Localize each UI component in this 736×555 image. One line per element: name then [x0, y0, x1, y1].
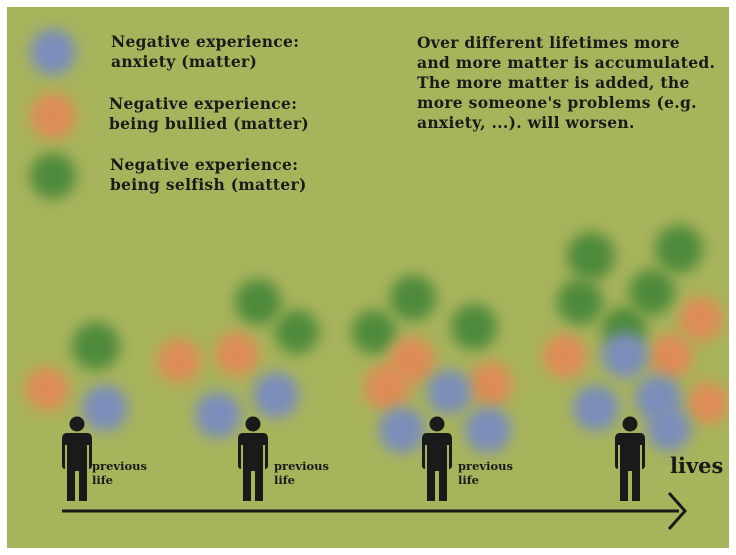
matter-blob-anxiety: [379, 407, 425, 453]
matter-blob-bullied: [679, 297, 723, 341]
description-text: Over different lifetimes more and more m…: [417, 33, 716, 132]
timeline-arrowhead: [667, 492, 688, 530]
matter-blob-selfish: [567, 232, 615, 280]
matter-blob-anxiety: [647, 407, 691, 451]
matter-blob-selfish: [235, 279, 281, 325]
legend-label-bullied: Negative experience: being bullied (matt…: [109, 94, 310, 133]
matter-blob-anxiety: [465, 407, 511, 453]
matter-blob-bullied: [364, 364, 410, 410]
timeline-label: lives: [670, 453, 724, 478]
timeline-arrow-icon: [62, 492, 688, 530]
matter-blob-selfish: [629, 269, 675, 315]
life-label: previous life: [458, 459, 513, 487]
matter-blob-bullied: [157, 339, 201, 383]
matter-blob-anxiety: [195, 392, 241, 438]
person-silhouette-icon: [238, 416, 268, 501]
matter-blob-bullied: [469, 362, 513, 406]
matter-blob-selfish: [72, 322, 120, 370]
legend-swatch-anxiety: [30, 29, 76, 75]
matter-blob-anxiety: [427, 370, 471, 414]
legend-swatch-bullied: [30, 93, 76, 139]
life-label: previous life: [274, 459, 329, 487]
matter-blob-selfish: [451, 304, 497, 350]
matter-blob-bullied: [687, 382, 729, 424]
matter-blob-selfish: [275, 310, 319, 354]
matter-blob-selfish: [655, 225, 703, 273]
matter-blob-anxiety: [253, 372, 299, 418]
matter-blob-selfish: [557, 279, 603, 325]
matter-blob-anxiety: [573, 385, 619, 431]
matter-blob-anxiety: [82, 385, 128, 431]
legend-label-anxiety: Negative experience: anxiety (matter): [111, 32, 300, 71]
matter-blob-selfish: [352, 310, 396, 354]
person-silhouette-icon: [422, 416, 452, 501]
diagram-canvas: Negative experience: anxiety (matter) Ne…: [7, 7, 729, 548]
legend-swatch-selfish: [30, 153, 76, 199]
matter-blob-anxiety: [602, 332, 648, 378]
life-label: previous life: [92, 459, 147, 487]
matter-blob-selfish: [390, 275, 436, 321]
matter-blob-bullied: [215, 332, 259, 376]
person-silhouette-icon: [62, 416, 92, 501]
legend-label-selfish: Negative experience: being selfish (matt…: [110, 155, 307, 194]
person-silhouette-icon: [615, 416, 645, 501]
matter-blob-bullied: [543, 334, 587, 378]
matter-blob-bullied: [25, 367, 69, 411]
matter-blob-bullied: [649, 334, 693, 378]
